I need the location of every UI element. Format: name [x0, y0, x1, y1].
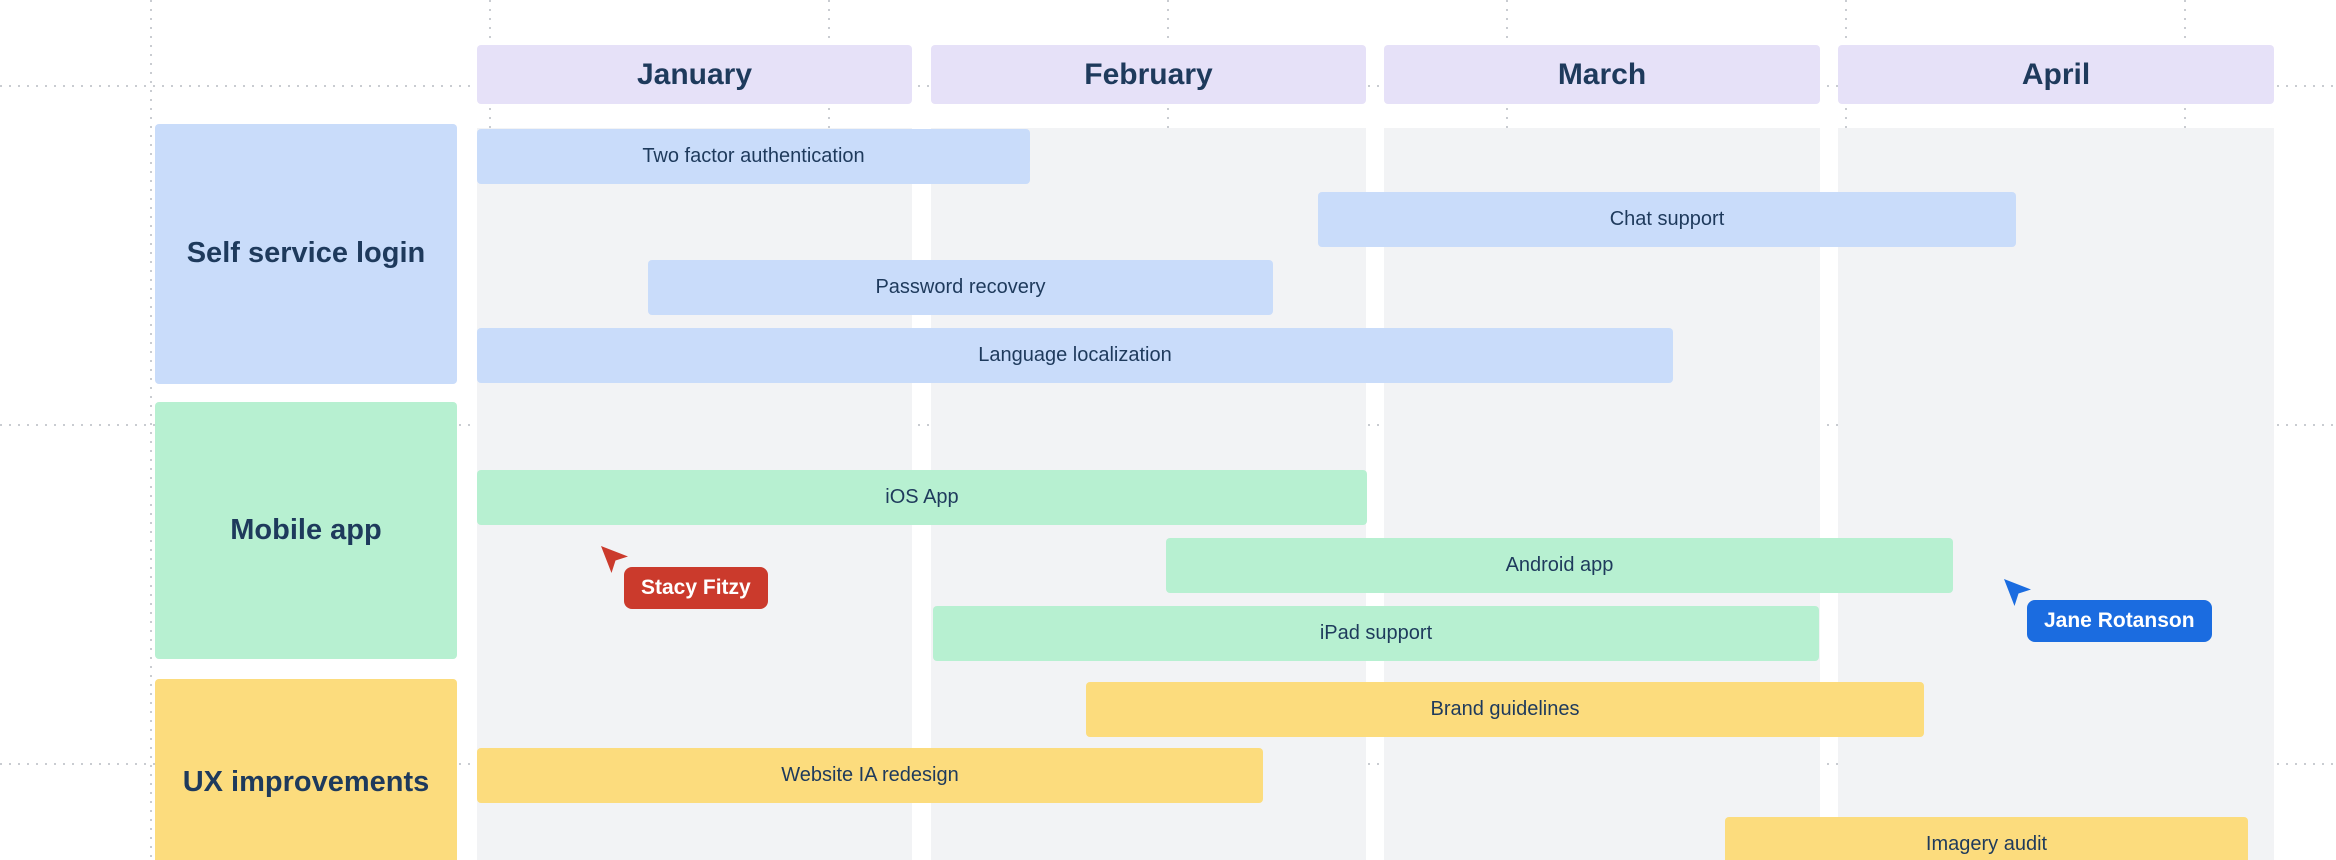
task-bar-imagery-audit[interactable]: Imagery audit: [1725, 817, 2248, 860]
lane-label-text: UX improvements: [182, 765, 430, 798]
lane-label-self-service-login[interactable]: Self service login: [155, 124, 457, 384]
task-bar-label: Password recovery: [875, 276, 1046, 298]
task-bar-chat-support[interactable]: Chat support: [1318, 192, 2016, 247]
task-bar-label: Two factor authentication: [642, 145, 865, 167]
task-bar-label: Website IA redesign: [781, 764, 959, 786]
month-column-stripe: [1384, 128, 1820, 860]
lane-label-text: Mobile app: [230, 513, 382, 546]
collaborator-name-badge: Stacy Fitzy: [624, 567, 768, 609]
task-bar-label: Language localization: [978, 344, 1172, 366]
task-bar-label: Chat support: [1609, 208, 1725, 230]
task-bar-website-ia-redesign[interactable]: Website IA redesign: [477, 748, 1263, 803]
lane-label-mobile-app[interactable]: Mobile app: [155, 402, 457, 659]
month-header-january[interactable]: January: [477, 45, 912, 104]
task-bar-ios-app[interactable]: iOS App: [477, 470, 1367, 525]
task-bar-label: iPad support: [1319, 622, 1433, 644]
task-bar-label: Imagery audit: [1925, 833, 2048, 855]
cursor-arrow-icon: [601, 546, 628, 573]
month-header-march[interactable]: March: [1384, 45, 1820, 104]
month-header-label: March: [1557, 57, 1647, 91]
task-bar-brand-guidelines[interactable]: Brand guidelines: [1086, 682, 1924, 737]
month-header-february[interactable]: February: [931, 45, 1366, 104]
cursor-arrow-icon: [2004, 579, 2031, 606]
task-bar-android-app[interactable]: Android app: [1166, 538, 1953, 593]
task-bar-two-factor-authentication[interactable]: Two factor authentication: [477, 129, 1030, 184]
task-bar-label: Android app: [1505, 554, 1614, 576]
task-bar-label: Brand guidelines: [1430, 698, 1580, 720]
task-bar-language-localization[interactable]: Language localization: [477, 328, 1673, 383]
collaborator-name-badge: Jane Rotanson: [2027, 600, 2212, 642]
task-bar-ipad-support[interactable]: iPad support: [933, 606, 1819, 661]
month-header-label: February: [1084, 57, 1213, 91]
month-header-label: April: [2021, 57, 2091, 91]
month-header-label: January: [636, 57, 753, 91]
lane-label-text: Self service login: [186, 237, 426, 270]
month-header-april[interactable]: April: [1838, 45, 2274, 104]
task-bar-password-recovery[interactable]: Password recovery: [648, 260, 1273, 315]
lane-label-ux-improvements[interactable]: UX improvements: [155, 679, 457, 860]
task-bar-label: iOS App: [885, 486, 959, 508]
month-column-stripe: [1838, 128, 2274, 860]
grid-line-vertical: [150, 0, 152, 860]
